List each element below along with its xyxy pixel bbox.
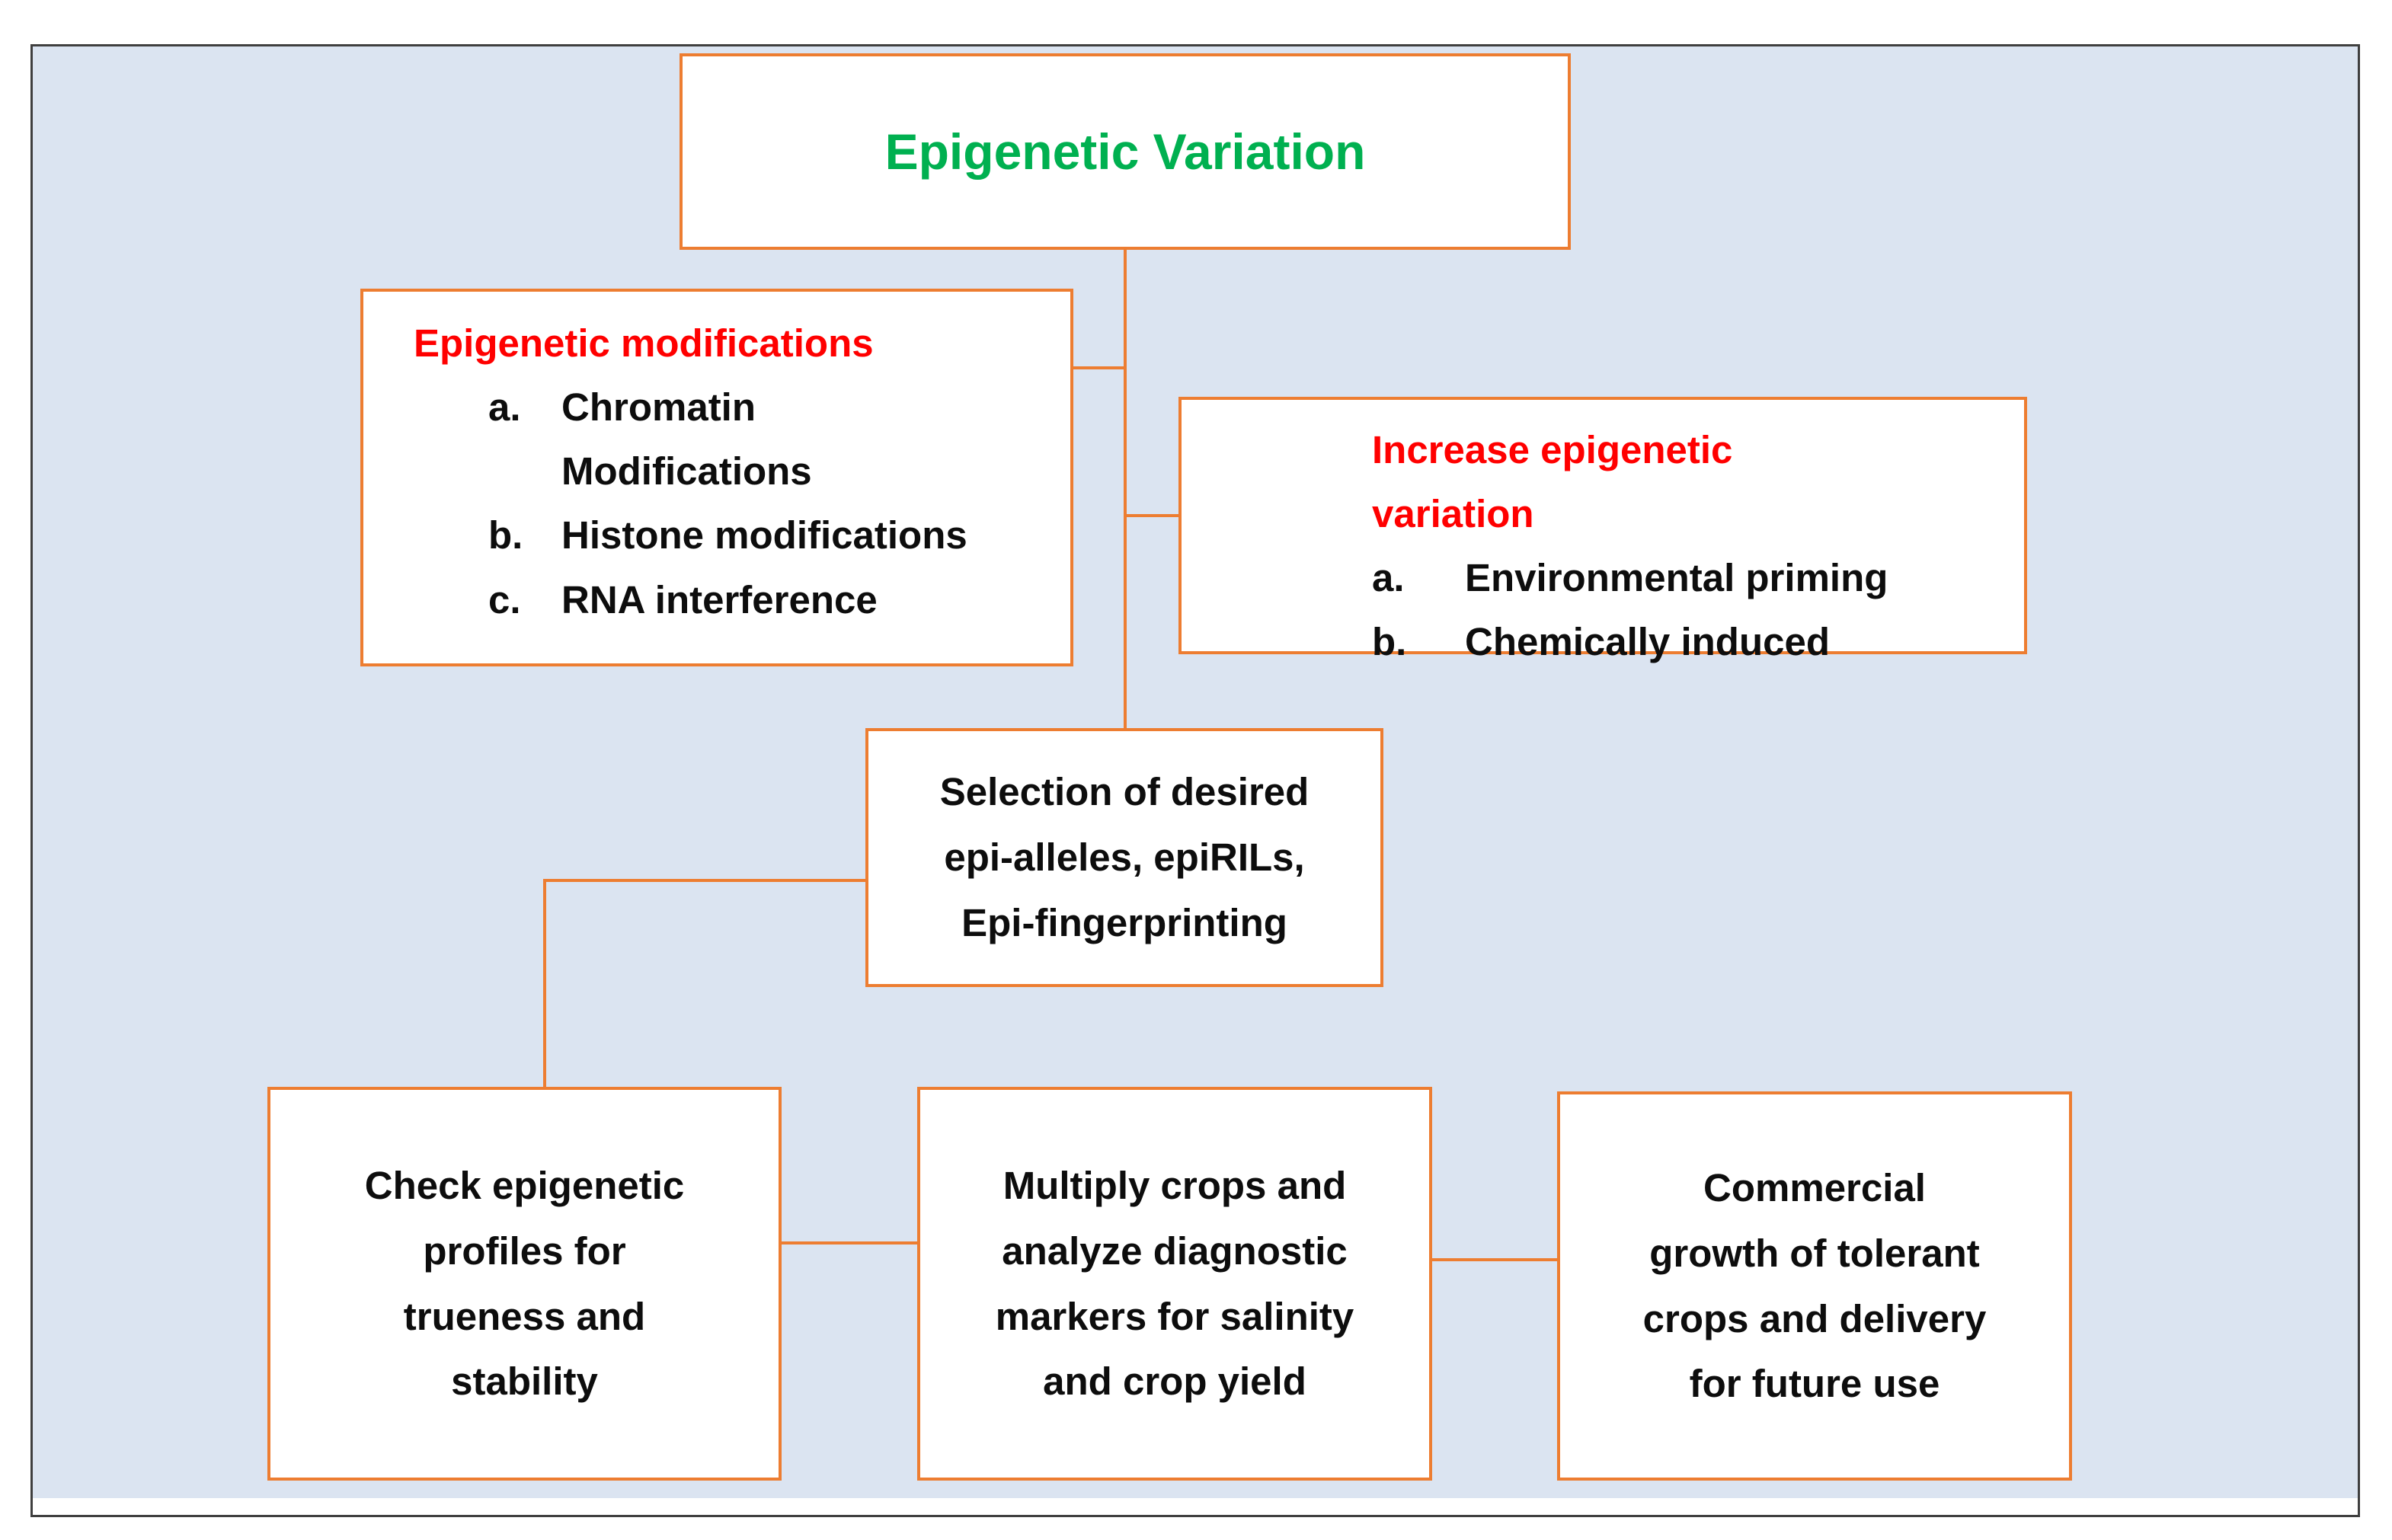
connector-branch-increase <box>1124 514 1180 517</box>
list-marker: a. <box>1372 556 1405 600</box>
connector-trunk-vertical <box>1124 250 1127 728</box>
list-item: b. Histone modifications <box>488 503 1055 567</box>
list-item-text: Histone modifications <box>561 513 967 558</box>
check-profiles-box: Check epigenetic profiles for trueness a… <box>267 1087 782 1481</box>
commercial-growth-box: Commercial growth of tolerant crops and … <box>1557 1091 2072 1481</box>
epigenetic-modifications-box: Epigenetic modifications a. Chromatin Mo… <box>360 289 1073 666</box>
list-item-text: Environmental priming <box>1465 556 1888 600</box>
check-profiles-text: Check epigenetic profiles for trueness a… <box>364 1164 685 1404</box>
selection-text: Selection of desired epi-alleles, epiRIL… <box>939 770 1310 944</box>
list-item-text: RNA interference <box>561 577 878 621</box>
selection-box: Selection of desired epi-alleles, epiRIL… <box>865 728 1383 987</box>
list-marker: a. <box>488 385 521 430</box>
diagram-title: Epigenetic Variation <box>884 123 1366 180</box>
list-item: a. Chromatin Modifications <box>488 375 1055 503</box>
list-item-text: Chromatin Modifications <box>561 385 812 494</box>
list-item: c. RNA interference <box>488 568 1055 632</box>
commercial-growth-text: Commercial growth of tolerant crops and … <box>1642 1166 1987 1406</box>
multiply-crops-box: Multiply crops and analyze diagnostic ma… <box>917 1087 1432 1481</box>
list-item: b. Chemically induced <box>1372 610 2006 674</box>
epigenetic-variation-box: Epigenetic Variation <box>680 53 1571 250</box>
connector-branch-modifications <box>1073 366 1127 369</box>
modifications-heading: Epigenetic modifications <box>414 321 874 365</box>
list-item: a. Environmental priming <box>1372 546 2006 610</box>
list-marker: b. <box>488 513 523 558</box>
increase-variation-box: Increase epigenetic variation a. Environ… <box>1178 397 2027 663</box>
modifications-list: a. Chromatin Modifications b. Histone mo… <box>488 375 1055 632</box>
frame-bottom-gap <box>33 1498 2358 1515</box>
list-item-text: Chemically induced <box>1465 620 1830 664</box>
list-marker: b. <box>1372 620 1407 664</box>
increase-heading: Increase epigenetic variation <box>1372 428 1733 536</box>
connector-check-multiply <box>782 1241 917 1244</box>
increase-list: a. Environmental priming b. Chemically i… <box>1372 546 2006 674</box>
connector-multiply-commercial <box>1432 1258 1557 1261</box>
connector-selection-down <box>543 879 546 1087</box>
multiply-crops-text: Multiply crops and analyze diagnostic ma… <box>995 1164 1354 1404</box>
list-marker: c. <box>488 577 521 621</box>
connector-selection-left <box>543 879 865 882</box>
